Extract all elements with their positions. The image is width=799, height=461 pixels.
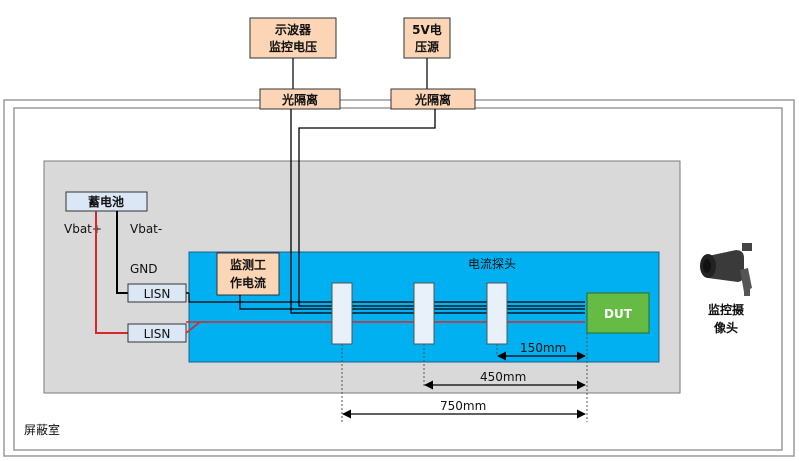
lisn-1-label: LISN bbox=[144, 287, 171, 301]
dut-box bbox=[586, 292, 650, 334]
vbat-plus-wire bbox=[95, 211, 128, 334]
dim-label-150: 150mm bbox=[520, 341, 566, 355]
isolator-2 bbox=[390, 88, 476, 110]
lisn-2-stub bbox=[185, 321, 201, 334]
vbat-minus-label: Vbat- bbox=[130, 222, 162, 236]
monitor-current-wire bbox=[239, 295, 585, 310]
current-probe-1 bbox=[331, 282, 353, 345]
power-source-line2: 压源 bbox=[415, 39, 439, 54]
isolator-2-label: 光隔离 bbox=[414, 92, 451, 107]
harness-gnd-wire bbox=[188, 293, 585, 303]
battery-label: 蓄电池 bbox=[88, 194, 124, 209]
oscilloscope-line2: 监控电压 bbox=[269, 39, 317, 54]
gnd-label: GND bbox=[130, 262, 158, 276]
vbat-plus-label: Vbat+ bbox=[64, 222, 102, 236]
power-source-box bbox=[403, 17, 451, 59]
camera-line2: 像头 bbox=[714, 320, 738, 335]
camera-icon bbox=[700, 243, 752, 296]
camera-line1: 监控摄 bbox=[708, 302, 745, 317]
dim-label-450: 450mm bbox=[480, 370, 526, 384]
lisn-2-label: LISN bbox=[144, 327, 171, 341]
probe-area-label: 电流探头 bbox=[468, 257, 516, 271]
power-source-line1: 5V电 bbox=[412, 22, 442, 37]
dut-label: DUT bbox=[604, 307, 633, 321]
current-probe-2 bbox=[413, 282, 435, 345]
vbat-minus-wire bbox=[116, 211, 128, 294]
battery-box bbox=[65, 191, 148, 212]
oscilloscope-line1: 示波器 bbox=[274, 22, 312, 37]
isolator-1 bbox=[259, 88, 341, 110]
monitor-current-line2: 作电流 bbox=[230, 275, 266, 290]
monitor-current-box bbox=[216, 252, 280, 296]
dim-label-750: 750mm bbox=[440, 399, 486, 413]
monitor-current-line1: 监测工 bbox=[230, 257, 266, 272]
shield-room-label: 屏蔽室 bbox=[24, 422, 60, 437]
current-probe-3 bbox=[486, 282, 508, 345]
psu-supply-wire bbox=[298, 109, 585, 307]
isolator-1-label: 光隔离 bbox=[281, 92, 318, 107]
